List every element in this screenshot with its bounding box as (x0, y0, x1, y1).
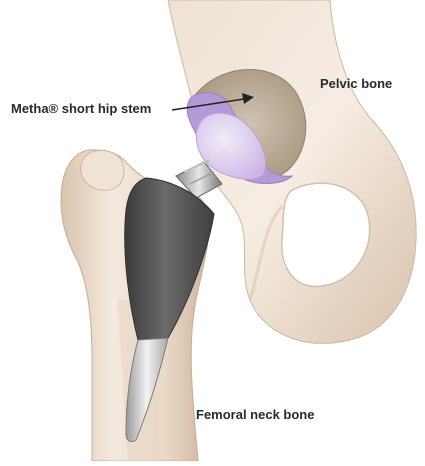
short-hip-stem (125, 178, 214, 340)
femoral-neck-label: Femoral neck bone (196, 407, 314, 422)
implant-label: Metha® short hip stem (11, 101, 151, 116)
pelvic-bone-label: Pelvic bone (320, 76, 392, 91)
greater-trochanter (81, 150, 124, 190)
